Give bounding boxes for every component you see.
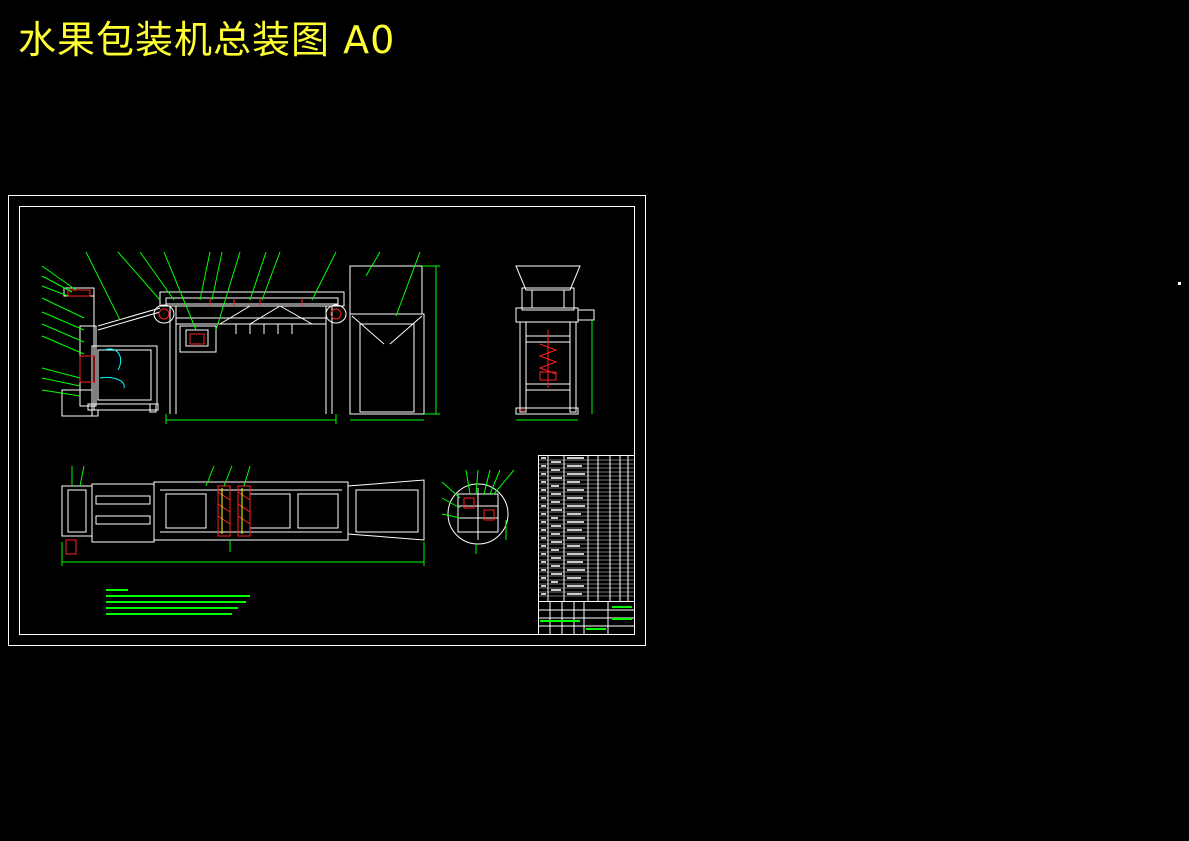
top-view-hatch [221,488,243,534]
top-view [61,479,425,543]
top-view-details [65,485,251,555]
drawing-title: 水果包装机总装图 A0 [18,18,396,62]
technical-notes [106,589,250,615]
front-view [61,265,425,417]
stray-point-marker [1178,282,1181,285]
dimensions-and-leaders [41,251,593,566]
detail-view [447,483,509,545]
sheet-outer-border [8,195,646,646]
sheet-inner-border [19,206,635,635]
side-view-details [520,330,558,411]
detail-view-red [463,497,495,521]
front-view-hidden [99,348,125,389]
parts-list-entries [541,457,585,595]
side-view [515,265,595,415]
title-block-entries [540,606,632,630]
front-view-details [67,289,342,383]
